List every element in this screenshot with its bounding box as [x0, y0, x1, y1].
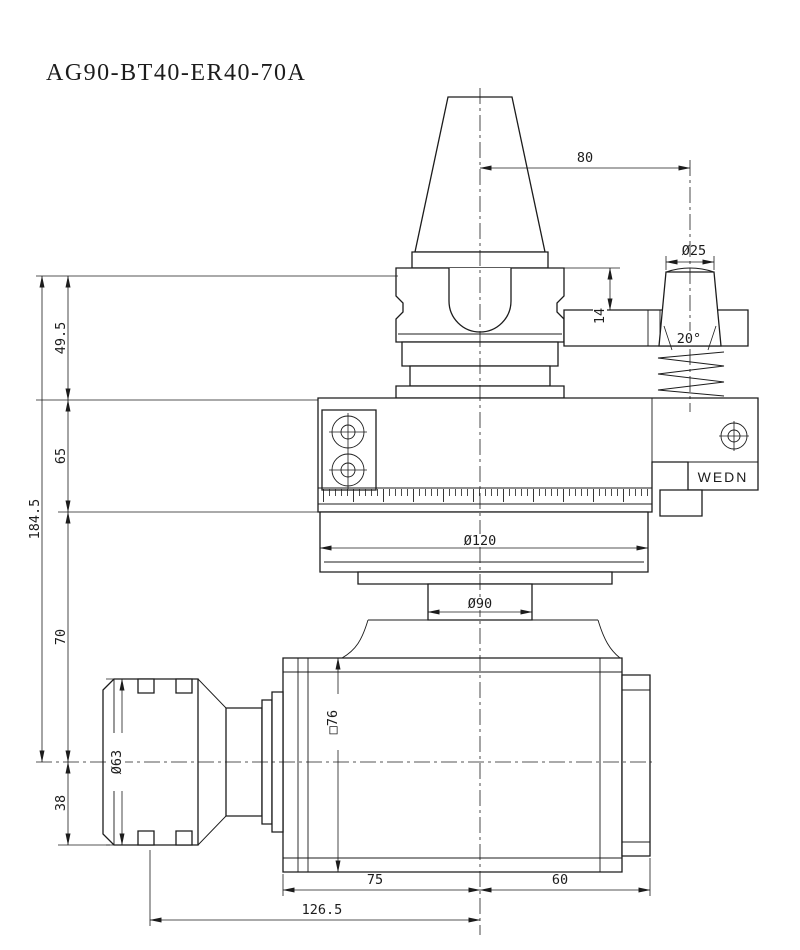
dim-70-label: 70 — [53, 629, 69, 645]
dim-120-label: Ø120 — [464, 533, 497, 549]
cap-screw-bottom — [329, 451, 367, 489]
spring — [657, 351, 725, 397]
dim-126-5-label: 126.5 — [302, 902, 343, 918]
swivel-body — [317, 397, 759, 517]
lock-block — [659, 489, 703, 517]
drawing-title: AG90-BT40-ER40-70A — [46, 60, 306, 86]
dim-25-label: Ø25 — [682, 243, 706, 259]
spindle-housing — [282, 657, 651, 873]
dim-63-label: Ø63 — [109, 750, 125, 774]
angle-20-label: 20° — [677, 331, 701, 347]
dim-38-label: 38 — [53, 795, 69, 811]
dimension-annotations: 80 Ø25 14 20° 49.5 65 70 38 184.5 Ø63 — [27, 150, 715, 926]
graduation-scale — [322, 489, 648, 502]
dim-65-label: 65 — [53, 448, 69, 464]
dim-80-label: 80 — [577, 150, 593, 166]
dim-90-label: Ø90 — [468, 596, 492, 612]
cap-screw-top — [329, 413, 367, 451]
screw-boss — [321, 409, 377, 491]
dim-76-label: □76 — [325, 710, 341, 734]
centerlines — [36, 88, 691, 935]
dim-14-label: 14 — [592, 308, 608, 324]
brand-label: WEDN — [698, 469, 749, 485]
side-screw — [719, 421, 749, 451]
tension-mechanism — [563, 267, 749, 397]
dim-49-5-label: 49.5 — [53, 322, 69, 355]
right-cover-plate — [621, 674, 651, 857]
dim-75-label: 75 — [367, 872, 383, 888]
dim-60-label: 60 — [552, 872, 568, 888]
dim-184-5-label: 184.5 — [27, 499, 43, 540]
